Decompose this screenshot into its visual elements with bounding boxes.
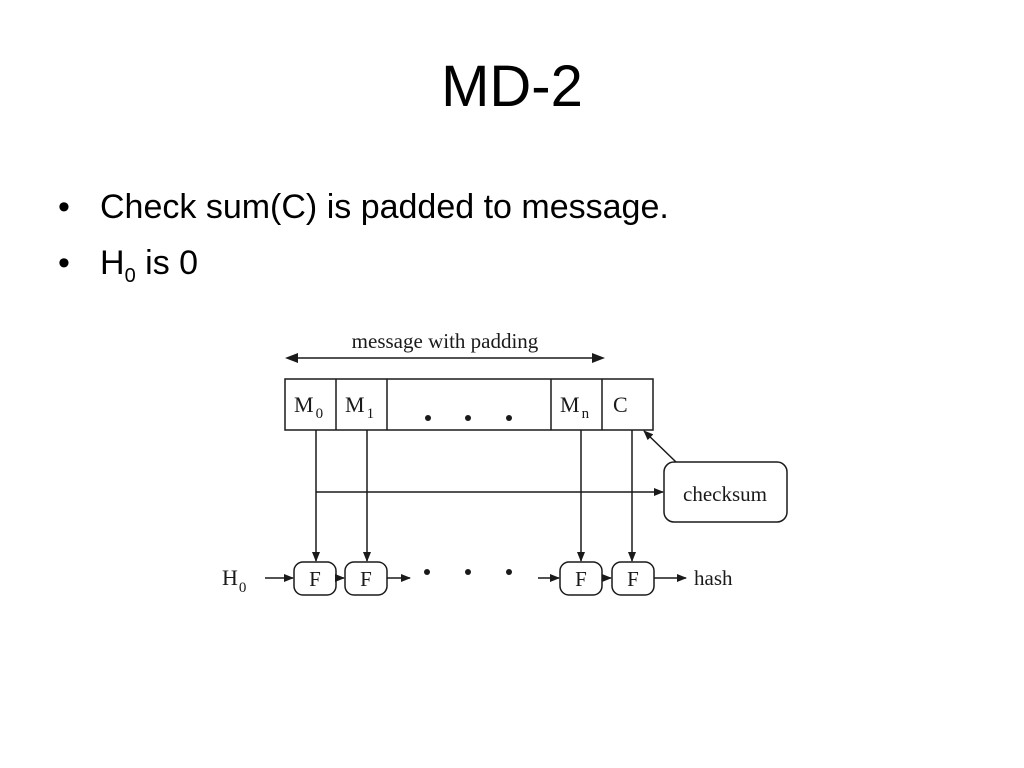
f-box-1-label: F <box>309 567 321 591</box>
block-m0-sub: 0 <box>316 406 324 422</box>
block-ellipsis <box>425 415 512 421</box>
bullet-h0-sub: 0 <box>124 264 136 287</box>
message-span-arrow <box>285 353 605 363</box>
h0-label: H0 <box>222 565 246 596</box>
f-box-n-label: F <box>575 567 587 591</box>
f-box-2-label: F <box>360 567 372 591</box>
block-c: C <box>613 392 628 417</box>
block-mn-main: M <box>560 392 580 417</box>
bullet-list: Check sum(C) is padded to message. H0 is… <box>58 190 669 308</box>
f-box-c-label: F <box>627 567 639 591</box>
h0-sub: 0 <box>239 580 247 596</box>
message-blocks <box>284 378 654 431</box>
slide-title: MD-2 <box>441 54 583 119</box>
bullet-h0-main: H <box>100 244 125 282</box>
block-to-f-arrows <box>312 430 636 562</box>
block-m1-sub: 1 <box>367 406 375 422</box>
bullet-h0-rest: is 0 <box>135 244 199 282</box>
f-boxes <box>293 561 655 596</box>
message-padding-label: message with padding <box>352 329 539 353</box>
h0-main: H <box>222 565 238 590</box>
checksum-box <box>663 461 788 523</box>
hash-output-label: hash <box>694 566 733 590</box>
block-m1-main: M <box>345 392 365 417</box>
block-c-main: C <box>613 392 628 417</box>
checksum-label: checksum <box>683 482 767 506</box>
checksum-to-c-arrow <box>643 430 677 463</box>
bullet-h0: H0 is 0 <box>58 246 669 286</box>
chain-ellipsis <box>424 569 512 575</box>
bullet-checksum: Check sum(C) is padded to message. <box>58 190 669 224</box>
bullet-checksum-text: Check sum(C) is padded to message. <box>100 188 669 226</box>
block-mn-sub: n <box>582 406 590 422</box>
block-m0-main: M <box>294 392 314 417</box>
